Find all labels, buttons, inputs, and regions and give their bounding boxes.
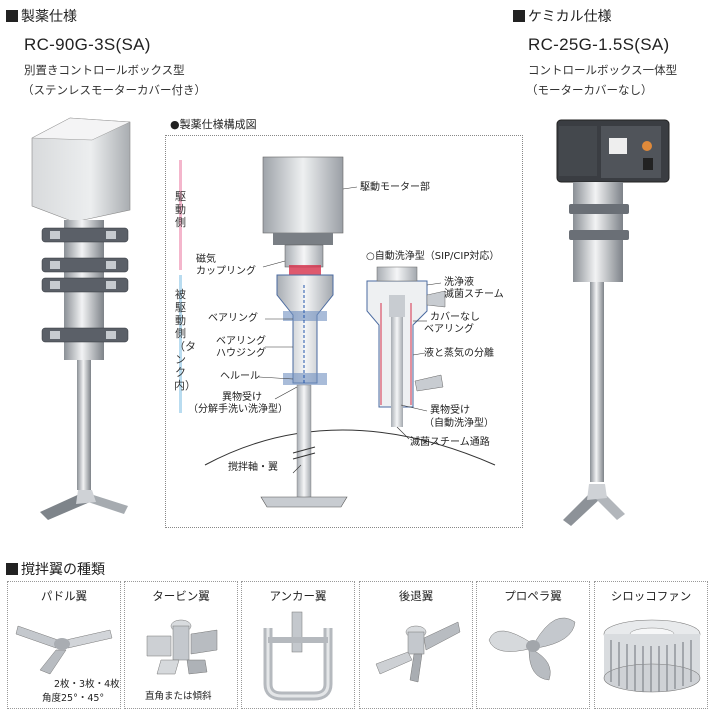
retreat-impeller-icon	[375, 621, 461, 683]
impeller-card-paddle: パドル翼 2枚・3枚・4枚 角度25°・45°	[7, 581, 121, 709]
pharma-desc-1: 別置きコントロールボックス型	[24, 63, 185, 77]
label-catcher-1: 異物受け	[222, 392, 262, 403]
propeller-impeller-icon	[488, 617, 576, 681]
label-housing-2: ハウジング	[216, 348, 266, 359]
label-motor: 駆動モーター部	[360, 182, 430, 193]
chemical-mixer-photo	[556, 119, 670, 526]
impeller-card-propeller: プロペラ翼	[476, 581, 590, 709]
impeller-name: アンカー翼	[269, 589, 327, 603]
square-bullet-icon	[6, 10, 18, 22]
chemical-desc-1: コントロールボックス一体型	[528, 63, 678, 77]
label-catcher-auto-1: 異物受け	[430, 405, 470, 416]
label-bearing: ベアリング	[208, 313, 258, 324]
anchor-impeller-icon	[263, 611, 333, 701]
impeller-name: シロッコファン	[610, 589, 692, 603]
paddle-impeller-icon	[15, 625, 113, 675]
label-ferrule: ヘルール	[220, 371, 260, 382]
impeller-card-turbine: タービン翼 直角または傾斜	[124, 581, 238, 709]
label-nocover-2: ベアリング	[424, 324, 474, 335]
drive-side-bar	[179, 160, 182, 270]
label-catcher-auto-2: （自動洗浄型）	[424, 418, 494, 429]
square-bullet-icon	[513, 10, 525, 22]
impeller-card-anchor: アンカー翼	[241, 581, 355, 709]
label-housing-1: ベアリング	[216, 336, 266, 347]
sirocco-fan-icon	[603, 619, 701, 693]
pharma-structure-diagram	[204, 156, 496, 508]
impeller-note-2: 角度25°・45°	[42, 693, 105, 704]
label-catcher-2: （分解手洗い洗浄型）	[188, 404, 288, 415]
label-coupling-1: 磁気	[196, 254, 216, 265]
turbine-impeller-icon	[146, 619, 218, 675]
label-wash-1: 洗浄液	[444, 277, 474, 288]
impeller-card-retreat: 後退翼	[359, 581, 473, 709]
label-steam-path: 滅菌スチーム通路	[410, 437, 490, 448]
pharma-heading: 製薬仕様	[6, 6, 77, 26]
impeller-name: パドル翼	[40, 589, 88, 603]
chemical-desc-2: （モーターカバーなし）	[526, 83, 653, 97]
impeller-name: プロペラ翼	[504, 589, 562, 603]
chemical-model: RC-25G-1.5S(SA)	[528, 35, 670, 54]
label-wash-2: 滅菌スチーム	[444, 289, 504, 300]
label-shaft: 撹拌軸・翼	[228, 462, 278, 473]
impellers-heading: 撹拌翼の種類	[6, 559, 105, 579]
impeller-name: 後退翼	[398, 589, 434, 603]
label-auto-clean: ○自動洗浄型（SIP/CIP対応）	[366, 251, 500, 262]
diagram-title: ●製薬仕様構成図	[170, 118, 257, 131]
impeller-note-1: 2枚・3枚・4枚	[54, 679, 120, 690]
driven-side-bar	[179, 275, 182, 413]
label-nocover-1: カバーなし	[430, 312, 480, 323]
pharma-mixer-photo	[31, 117, 131, 520]
chemical-heading: ケミカル仕様	[513, 6, 612, 26]
label-coupling-2: カップリング	[196, 266, 256, 277]
square-bullet-icon	[6, 563, 18, 575]
pharma-desc-2: （ステンレスモーターカバー付き）	[22, 83, 206, 97]
impeller-note-1: 直角または傾斜	[145, 691, 212, 702]
diagram-frame	[165, 135, 523, 528]
pharma-model: RC-90G-3S(SA)	[24, 35, 151, 54]
drive-side-label: 駆動側	[175, 190, 186, 229]
label-separation: 液と蒸気の分離	[424, 348, 494, 359]
impeller-name: タービン翼	[152, 589, 210, 603]
impeller-card-sirocco: シロッコファン	[594, 581, 708, 709]
